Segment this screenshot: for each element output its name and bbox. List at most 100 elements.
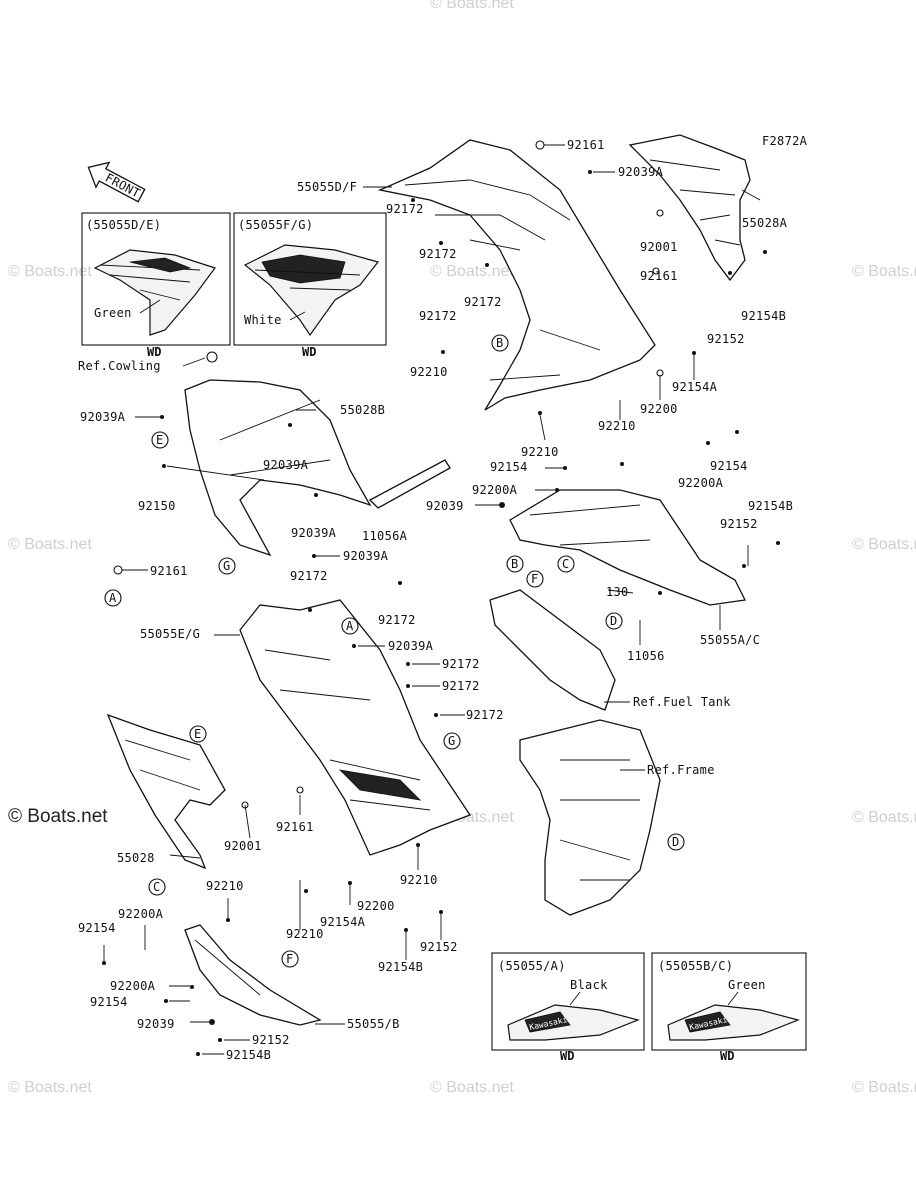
part-label: 55055D/F: [297, 180, 357, 194]
part-label: 92200: [357, 899, 395, 913]
side-cowl-55028A: [628, 134, 751, 282]
part-label: 92172: [419, 309, 457, 323]
leader-lines: [103, 144, 761, 1055]
part-label: 92200A: [678, 476, 724, 490]
part-labels: 92161 92039A 55055D/F 92172 92172 92172 …: [78, 138, 793, 1062]
part-label: 92172: [442, 679, 480, 693]
part-label: 55055/B: [347, 1017, 400, 1031]
part-label: Ref.Cowling: [78, 359, 161, 373]
part-label: 92210: [410, 365, 448, 379]
part-label: 92039A: [618, 165, 664, 179]
inset-55055A: (55055/A) Black Kawasaki WD: [491, 952, 645, 1063]
inner-cover-55028B: [184, 379, 372, 557]
part-label: 55055E/G: [140, 627, 200, 641]
inset-title: (55055D/E): [86, 218, 161, 232]
part-label: 92161: [567, 138, 605, 152]
callout-F: E: [189, 725, 207, 743]
part-label: 92161: [150, 564, 188, 578]
part-label: 92152: [707, 332, 745, 346]
callout-E: F: [526, 570, 544, 588]
part-label: 92172: [386, 202, 424, 216]
watermark: © Boats.net: [852, 536, 916, 553]
svg-text:D: D: [672, 835, 680, 849]
inset-footer: WD: [720, 1049, 734, 1063]
watermark: © Boats.net: [852, 1079, 916, 1096]
part-label: 55028: [117, 851, 155, 865]
part-label: 92039A: [343, 549, 389, 563]
callout-C: C: [557, 555, 575, 573]
part-label: 92154B: [226, 1048, 271, 1062]
watermark: © Boats.net: [8, 1079, 92, 1096]
svg-text:F: F: [531, 572, 539, 586]
middle-cowl-55055EG: [239, 599, 471, 856]
watermark: © Boats.net: [430, 0, 514, 12]
callout-C: C: [148, 878, 166, 896]
inset-55055FG: (55055F/G) White WD: [233, 212, 387, 359]
svg-text:C: C: [153, 880, 161, 894]
part-label: 11056: [627, 649, 665, 663]
svg-text:B: B: [496, 336, 504, 350]
watermark: © Boats.net: [8, 263, 92, 280]
part-label: Ref.Frame: [647, 763, 715, 777]
part-label: 92200A: [118, 907, 164, 921]
inset-color: Black: [570, 978, 608, 992]
inset-title: (55055/A): [498, 959, 566, 973]
callout-F: E: [151, 431, 169, 449]
fuel-tank-ref: [489, 589, 616, 711]
svg-text:FRONT: FRONT: [103, 171, 143, 201]
inset-color: White: [244, 313, 282, 327]
part-label: 92172: [466, 708, 504, 722]
svg-text:G: G: [223, 559, 231, 573]
svg-text:D: D: [610, 614, 618, 628]
svg-text:B: B: [511, 557, 519, 571]
part-label: 92200A: [110, 979, 156, 993]
callout-B: B: [491, 334, 509, 352]
part-label: 55055A/C: [700, 633, 760, 647]
inset-title: (55055F/G): [238, 218, 313, 232]
part-label: 92161: [276, 820, 314, 834]
watermark: © Boats.net: [430, 263, 514, 280]
part-label: 92210: [521, 445, 559, 459]
watermark: © Boats.net: [852, 809, 916, 826]
part-label: 92001: [640, 240, 678, 254]
part-label: 92210: [400, 873, 438, 887]
part-label: 92039: [426, 499, 464, 513]
part-label: 92154: [90, 995, 128, 1009]
part-label: 92161: [640, 269, 678, 283]
inset-title: (55055B/C): [658, 959, 733, 973]
inset-footer: WD: [302, 345, 316, 359]
part-label: 92154: [78, 921, 116, 935]
inset-footer: WD: [147, 345, 161, 359]
part-label: 92172: [378, 613, 416, 627]
inset-55055DE: (55055D/E) Green WD: [81, 212, 231, 359]
inset-color: Green: [94, 306, 132, 320]
svg-text:F: F: [286, 952, 294, 966]
svg-text:E: E: [194, 727, 202, 741]
upper-cowl-55055DF: [377, 139, 656, 411]
part-label: 92172: [442, 657, 480, 671]
part-label: 92210: [286, 927, 324, 941]
callout-E: F: [281, 950, 299, 968]
callout-G: G: [218, 557, 236, 575]
part-label: 130: [606, 585, 629, 599]
part-label: 55028B: [340, 403, 385, 417]
part-label: 92154: [490, 460, 528, 474]
side-panel-55028: [106, 713, 226, 870]
part-label: 92154: [710, 459, 748, 473]
inset-color: Green: [728, 978, 766, 992]
part-label: 92200: [640, 402, 678, 416]
part-label: 92172: [464, 295, 502, 309]
part-label: 11056A: [362, 529, 408, 543]
watermark: © Boats.net: [852, 263, 916, 280]
callout-D: D: [605, 612, 623, 630]
svg-text:C: C: [562, 557, 570, 571]
part-label: 92150: [138, 499, 176, 513]
belly-pan-55055B: [184, 924, 322, 1026]
watermark: © Boats.net: [8, 536, 92, 553]
part-label: Ref.Fuel Tank: [633, 695, 731, 709]
front-arrow-icon: FRONT: [87, 161, 146, 203]
bracket-11056A: [368, 459, 451, 509]
frame-ref: [519, 719, 661, 916]
callout-A: A: [341, 617, 359, 635]
